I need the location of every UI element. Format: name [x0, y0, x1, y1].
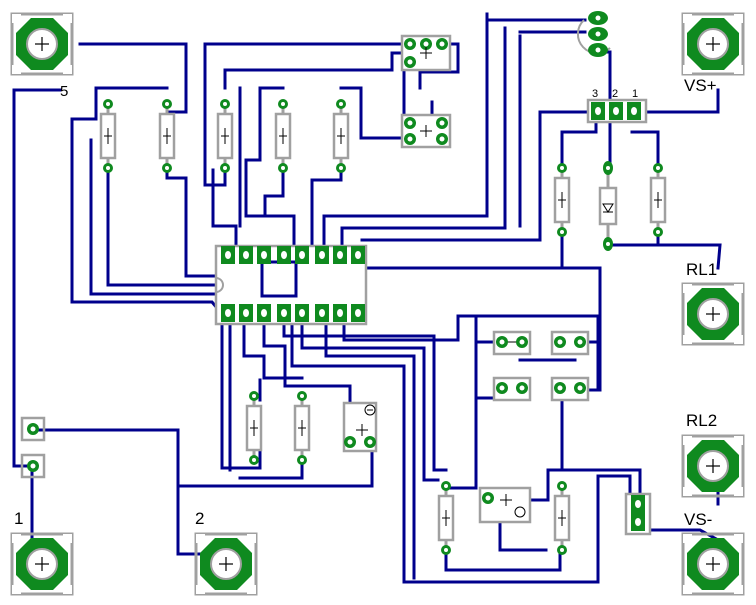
resistor-r10[interactable]: [437, 479, 455, 557]
transistor-q1[interactable]: [576, 11, 611, 57]
terminal-rl2[interactable]: [681, 434, 745, 498]
trimmer-pot[interactable]: [342, 401, 378, 453]
switch-sw1[interactable]: [400, 34, 452, 72]
terminal-2[interactable]: [194, 532, 258, 596]
connector-2pin[interactable]: [624, 492, 652, 536]
resistor-r5[interactable]: [332, 97, 350, 175]
terminal-5[interactable]: [10, 12, 74, 76]
label-terminal-2: 2: [195, 509, 205, 528]
resistor-r2[interactable]: [158, 97, 176, 175]
label-terminal-1: 1: [14, 509, 24, 528]
pad-left-lower[interactable]: [20, 453, 46, 479]
switch-sw2[interactable]: [400, 113, 452, 149]
ic-dip16[interactable]: [214, 244, 368, 326]
connector-3pin[interactable]: [586, 98, 648, 124]
label-rl2: RL2: [686, 411, 718, 430]
resistor-r7[interactable]: [293, 389, 311, 467]
resistor-r11[interactable]: [553, 479, 571, 557]
terminal-1[interactable]: [10, 532, 74, 596]
label-connector-pin3: 3: [592, 88, 599, 100]
terminal-vs-minus[interactable]: [681, 532, 745, 596]
resistor-r8[interactable]: [553, 161, 571, 239]
capacitor-c1[interactable]: [478, 486, 532, 524]
label-connector-pin1: 1: [632, 88, 639, 100]
label-connector-pin2: 2: [612, 88, 619, 100]
relay-k1[interactable]: [492, 330, 590, 402]
terminal-vs-plus[interactable]: [681, 12, 745, 76]
label-terminal-5: 5: [60, 83, 69, 100]
resistor-r9[interactable]: [649, 161, 667, 239]
resistor-r4[interactable]: [274, 97, 292, 175]
label-vs-plus: VS+: [684, 76, 717, 95]
label-rl1: RL1: [686, 260, 718, 279]
label-vs-minus: VS-: [684, 510, 713, 529]
diode-d1[interactable]: [598, 161, 618, 251]
resistor-r3[interactable]: [216, 97, 234, 175]
terminal-rl1[interactable]: [681, 282, 745, 346]
resistor-r1[interactable]: [99, 97, 117, 175]
pad-left-upper[interactable]: [20, 416, 46, 442]
